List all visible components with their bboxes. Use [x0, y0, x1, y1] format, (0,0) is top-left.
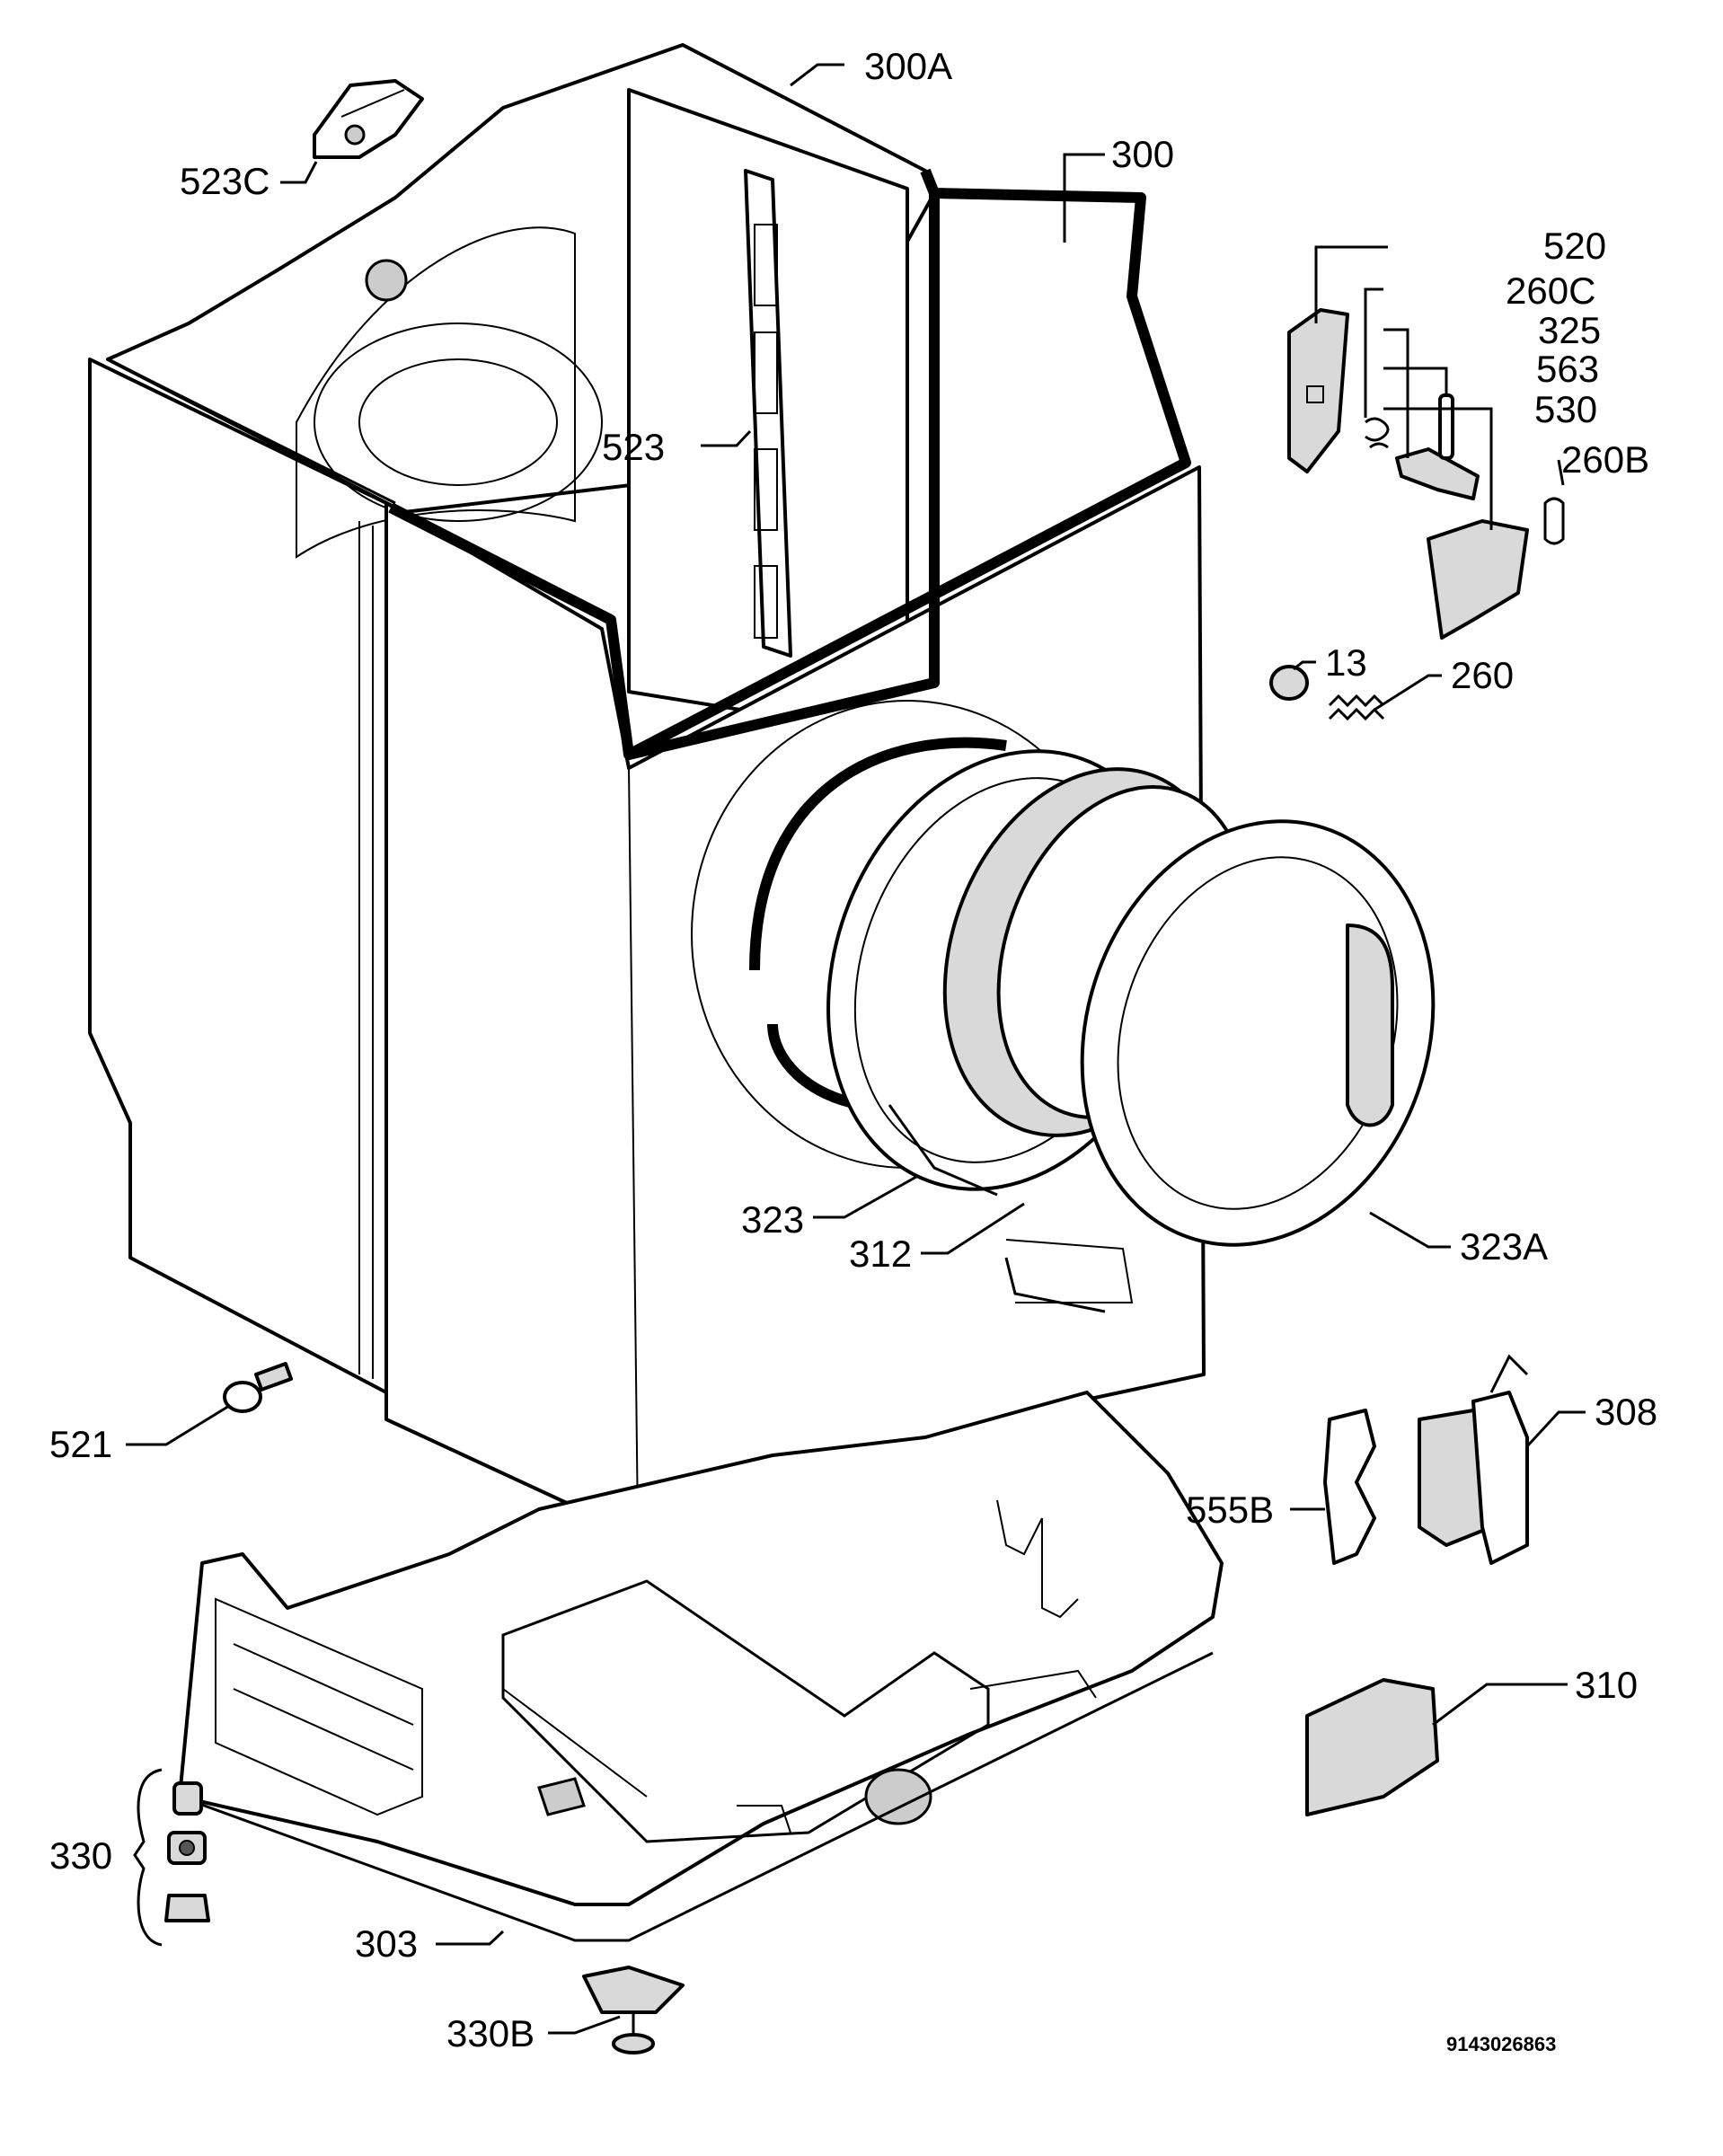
- part-260c-spring: [1365, 417, 1390, 449]
- callout-310: 310: [1575, 1664, 1638, 1706]
- part-303-base-frame: [178, 1391, 1224, 1942]
- cabinet-body: [88, 43, 1436, 1533]
- leader-lines: [126, 63, 1586, 2035]
- callout-530: 530: [1534, 388, 1597, 430]
- part-330-foot-kit: [133, 1768, 210, 1947]
- part-523c-bracket: [313, 79, 424, 159]
- callout-312: 312: [849, 1233, 912, 1275]
- part-530-hook: [1427, 519, 1529, 640]
- callout-523: 523: [602, 426, 665, 468]
- callout-555B: 555B: [1186, 1489, 1274, 1531]
- callout-308: 308: [1595, 1391, 1657, 1433]
- part-13-cap: [1269, 665, 1309, 701]
- part-520-latch: [1287, 308, 1349, 473]
- part-563-pin: [1438, 393, 1454, 460]
- callout-330B: 330B: [446, 2012, 535, 2054]
- part-330b-foot: [582, 1966, 685, 2054]
- callout-325: 325: [1538, 309, 1601, 351]
- callout-323A: 323A: [1460, 1225, 1548, 1268]
- callout-260C: 260C: [1506, 270, 1595, 312]
- callout-330: 330: [49, 1834, 112, 1877]
- part-310-flap: [1305, 1678, 1439, 1816]
- callout-521: 521: [49, 1423, 112, 1465]
- callout-13: 13: [1325, 641, 1367, 684]
- callout-300A: 300A: [864, 45, 952, 87]
- document-number: 9143026863: [1446, 2033, 1556, 2055]
- part-325-lever: [1395, 447, 1480, 500]
- callout-563: 563: [1536, 348, 1599, 390]
- callout-520: 520: [1543, 225, 1606, 267]
- part-308-hinge: [1418, 1354, 1529, 1565]
- part-521-screw: [223, 1362, 294, 1413]
- callout-260B: 260B: [1561, 438, 1649, 481]
- callout-260: 260: [1451, 654, 1514, 696]
- callout-523C: 523C: [180, 160, 269, 202]
- callout-303: 303: [355, 1922, 418, 1965]
- part-523-rail: [744, 169, 792, 658]
- callout-labels: 300A 300 523C 520 260C 325 563 530 260B …: [49, 45, 1657, 2055]
- part-260b-spring: [1543, 497, 1565, 545]
- part-260-spring: [1328, 694, 1385, 721]
- callout-323: 323: [741, 1198, 804, 1241]
- part-555b-clip: [1323, 1409, 1376, 1565]
- callout-300: 300: [1111, 133, 1174, 175]
